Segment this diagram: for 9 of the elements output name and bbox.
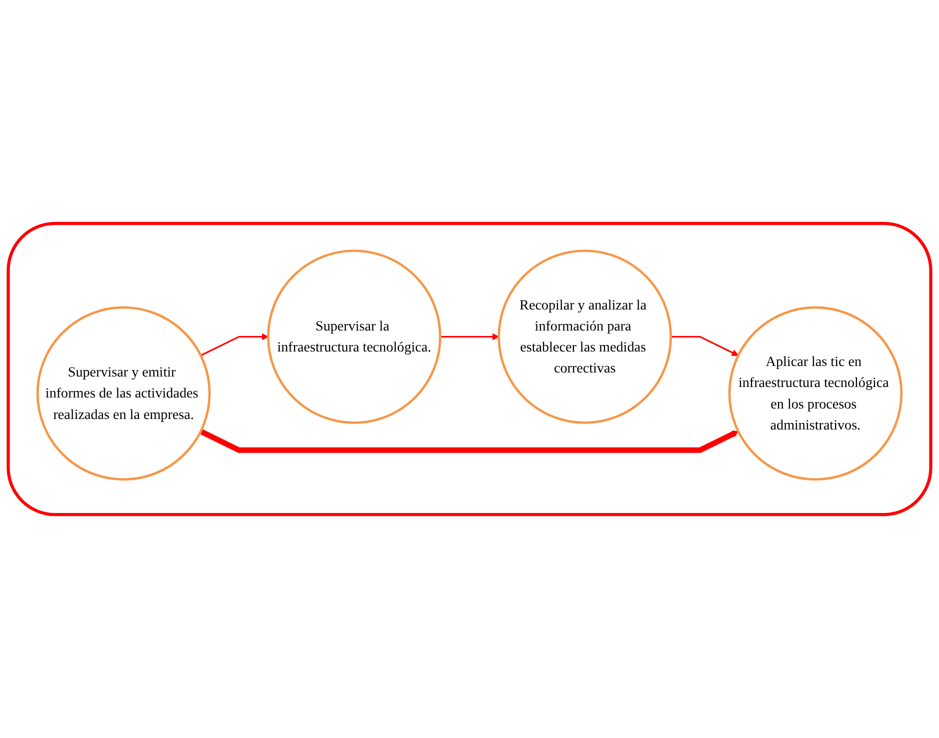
arrow: [670, 336, 739, 356]
node-circle: Supervisar la infraestructura tecnológica.: [267, 250, 442, 424]
node-circle: Recopilar y analizar la información para establecer las medidas correctivas: [498, 250, 672, 424]
node-circle: Aplicar las tic en infraestructura tecnológica en los procesos administrativos.: [728, 306, 903, 481]
node-circle: Supervisar y emitir informes de las actividades realizadas en la empresa.: [36, 306, 211, 481]
cluster: [6, 222, 932, 516]
arrow: [440, 333, 500, 340]
arrow: [200, 428, 739, 453]
arrow: [200, 333, 268, 356]
